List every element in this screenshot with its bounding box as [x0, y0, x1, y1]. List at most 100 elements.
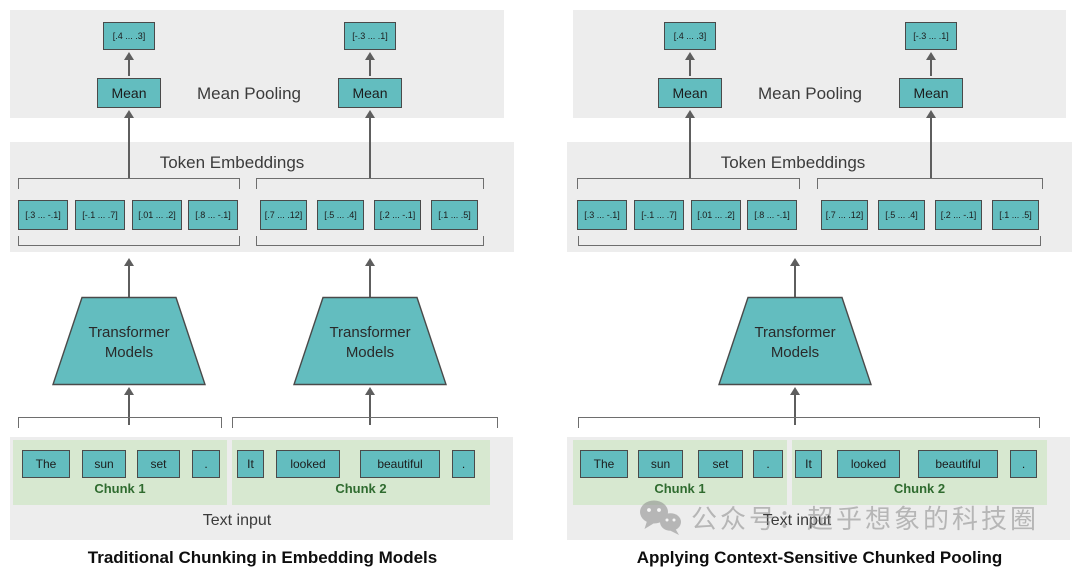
pooled-vector-value: [.4 ... .3]	[673, 31, 707, 41]
embedding-value: [.5 ... .4]	[885, 210, 918, 220]
mean-pooling-band	[573, 10, 1066, 118]
token-box: .	[1010, 450, 1037, 478]
embedding-value: [.1 ... .5]	[438, 210, 471, 220]
token-text: The	[35, 457, 57, 471]
mean-box-label: Mean	[672, 85, 708, 101]
embedding-vector-box: [.01 ... .2]	[132, 200, 182, 230]
token-box: sun	[638, 450, 683, 478]
embedding-group-bracket	[817, 178, 1043, 189]
arrow-up-icon	[124, 52, 134, 76]
diagram-title: Traditional Chunking in Embedding Models	[87, 548, 438, 567]
token-text: sun	[650, 457, 671, 471]
embedding-group-bracket	[256, 178, 484, 189]
embedding-full-bracket	[578, 236, 1041, 246]
token-box: .	[452, 450, 475, 478]
embedding-vector-box: [.1 ... .5]	[431, 200, 478, 230]
embedding-group-bracket	[256, 236, 484, 246]
embedding-value: [.8 ... -.1]	[195, 210, 231, 220]
transformer-shape	[293, 296, 447, 386]
embedding-value: [.2 ... -.1]	[940, 210, 977, 220]
embedding-group-bracket	[577, 178, 800, 189]
transformer-label-line2: Models	[770, 344, 820, 362]
embedding-vector-box: [.3 ... -.1]	[18, 200, 68, 230]
pooled-vector-value: [.4 ... .3]	[112, 31, 146, 41]
token-text: beautiful	[377, 457, 423, 471]
transformer-shape	[52, 296, 206, 386]
token-text: set	[150, 457, 167, 471]
token-text: .	[766, 457, 770, 471]
traditional-chunking-diagram: [.4 ... .3] [-.3 ... .1] Mean Mean Mean …	[10, 8, 515, 574]
token-text: .	[1021, 457, 1026, 471]
token-box: The	[22, 450, 70, 478]
pooled-vector-box: [.4 ... .3]	[664, 22, 716, 50]
token-box: set	[698, 450, 743, 478]
arrow-up-icon	[926, 110, 936, 178]
chunk1-label: Chunk 1	[654, 481, 706, 496]
transformer-label: Transformer Models	[735, 323, 855, 364]
arrow-up-icon	[790, 387, 800, 425]
transformer-label-line1: Transformer	[754, 324, 836, 341]
embedding-vector-box: [-.1 ... .7]	[75, 200, 125, 230]
mean-pooling-label: Mean Pooling	[197, 84, 301, 103]
token-box: beautiful	[918, 450, 998, 478]
token-embeddings-band	[10, 142, 514, 252]
embedding-vector-box: [.8 ... -.1]	[747, 200, 797, 230]
token-box: sun	[82, 450, 126, 478]
token-box: looked	[837, 450, 900, 478]
text-full-bracket	[578, 417, 1040, 428]
token-embeddings-label: Token Embeddings	[159, 153, 305, 172]
embedding-vector-box: [.2 ... -.1]	[935, 200, 982, 230]
transformer-label: Transformer Models	[310, 323, 430, 364]
token-text: It	[247, 457, 254, 471]
transformer-label-line2: Models	[345, 344, 395, 362]
pooled-vector-box: [-.3 ... .1]	[905, 22, 957, 50]
token-box: It	[237, 450, 264, 478]
text-input-label: Text input	[202, 512, 272, 529]
embedding-value: [-.1 ... .7]	[641, 210, 677, 220]
mean-box: Mean	[338, 78, 402, 108]
token-box: It	[795, 450, 822, 478]
pooled-vector-value: [-.3 ... .1]	[352, 31, 388, 41]
embedding-vector-box: [-.1 ... .7]	[634, 200, 684, 230]
arrow-up-icon	[685, 110, 695, 178]
chunk-bracket	[232, 417, 498, 428]
embedding-value: [.5 ... .4]	[324, 210, 357, 220]
embedding-vector-box: [.8 ... -.1]	[188, 200, 238, 230]
arrow-up-icon	[790, 258, 800, 297]
token-text: sun	[94, 457, 114, 471]
embedding-group-bracket	[18, 178, 240, 189]
chunk2-label: Chunk 2	[335, 481, 387, 496]
mean-box-label: Mean	[913, 85, 949, 101]
arrow-up-icon	[926, 52, 936, 76]
token-box: .	[192, 450, 220, 478]
embedding-vector-box: [.7 ... .12]	[821, 200, 868, 230]
embedding-vector-box: [.3 ... -.1]	[577, 200, 627, 230]
embedding-vector-box: [.5 ... .4]	[878, 200, 925, 230]
embedding-value: [.8 ... -.1]	[754, 210, 790, 220]
embedding-value: [.01 ... .2]	[697, 210, 735, 220]
arrow-up-icon	[365, 52, 375, 76]
pooled-vector-box: [-.3 ... .1]	[344, 22, 396, 50]
arrow-up-icon	[124, 387, 134, 425]
arrow-up-icon	[685, 52, 695, 76]
diagram-title: Applying Context-Sensitive Chunked Pooli…	[636, 548, 1003, 567]
token-box: The	[580, 450, 628, 478]
transformer-label-line2: Models	[104, 344, 154, 362]
token-text: set	[712, 457, 729, 471]
token-text: .	[204, 457, 208, 471]
chunk2-label: Chunk 2	[893, 481, 946, 496]
transformer-label-line1: Transformer	[329, 324, 411, 341]
embedding-vector-box: [.01 ... .2]	[691, 200, 741, 230]
embedding-vector-box: [.1 ... .5]	[992, 200, 1039, 230]
arrow-up-icon	[365, 387, 375, 425]
mean-box: Mean	[899, 78, 963, 108]
embedding-value: [.3 ... -.1]	[25, 210, 61, 220]
arrow-up-icon	[124, 258, 134, 297]
token-box: set	[137, 450, 180, 478]
embedding-vector-box: [.5 ... .4]	[317, 200, 364, 230]
embedding-group-bracket	[18, 236, 240, 246]
arrow-up-icon	[365, 258, 375, 297]
embedding-value: [.1 ... .5]	[999, 210, 1032, 220]
token-text: looked	[850, 457, 887, 471]
